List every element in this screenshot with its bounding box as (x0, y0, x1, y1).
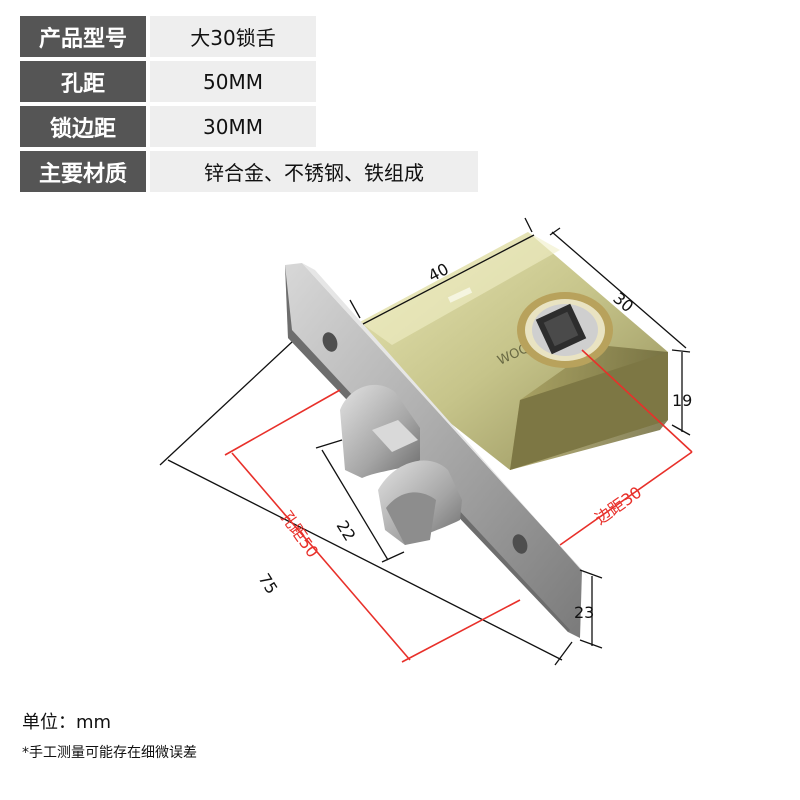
spec-value: 大30锁舌 (150, 16, 316, 57)
spec-row-backset: 锁边距 30MM (20, 106, 478, 147)
spec-value: 50MM (150, 61, 316, 102)
spec-row-hole-distance: 孔距 50MM (20, 61, 478, 102)
spec-label: 锁边距 (20, 106, 146, 147)
dim-label-23: 23 (574, 603, 594, 622)
dim-label-75: 75 (255, 570, 282, 597)
dim-label-backset: 边距30 (591, 483, 645, 529)
spec-row-material: 主要材质 锌合金、不锈钢、铁组成 (20, 151, 478, 192)
spindle-hub (517, 292, 613, 368)
spec-label: 产品型号 (20, 16, 146, 57)
measurement-note: *手工测量可能存在细微误差 (22, 745, 197, 761)
dim-label-22: 22 (333, 517, 360, 544)
dimension-lines (159, 217, 691, 666)
spec-value: 30MM (150, 106, 316, 147)
unit-label: 单位：mm (22, 712, 112, 733)
spec-row-model: 产品型号 大30锁舌 (20, 16, 478, 57)
spec-value: 锌合金、不锈钢、铁组成 (150, 151, 478, 192)
spec-label: 孔距 (20, 61, 146, 102)
dim-label-19: 19 (672, 391, 692, 410)
latch-bolts (340, 384, 462, 545)
spec-table: 产品型号 大30锁舌 孔距 50MM 锁边距 30MM 主要材质 锌合金、不锈钢… (20, 16, 478, 196)
face-plate (285, 263, 590, 638)
spec-label: 主要材质 (20, 151, 146, 192)
red-dimension-lines (224, 349, 693, 663)
